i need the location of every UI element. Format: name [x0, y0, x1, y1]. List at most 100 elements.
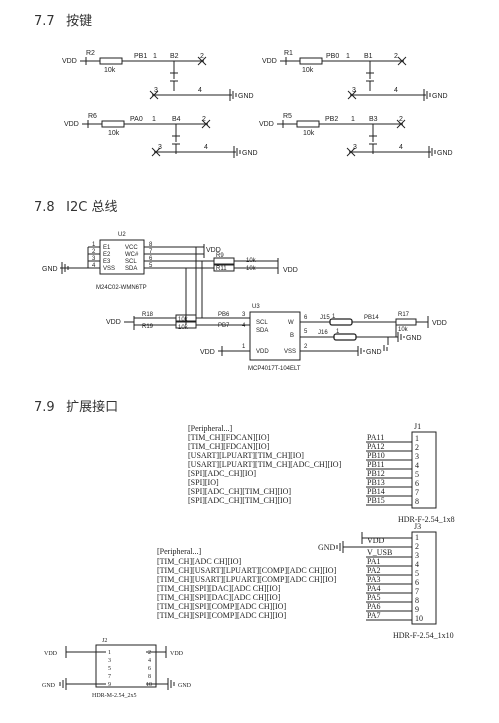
pin-number: 6	[148, 666, 151, 672]
pin-function: [TIM_CH][SPI][COMP][ADC CH][IO]	[157, 602, 286, 611]
net-label: PA5	[367, 593, 381, 602]
eeprom-pin-vss: VSS	[103, 266, 115, 272]
eeprom-pin-e1: E1	[103, 245, 111, 251]
pin-number: 1	[153, 53, 157, 60]
pin-number: 7	[149, 249, 153, 255]
connector-body	[411, 531, 437, 625]
pin-number: 3	[158, 144, 162, 151]
connector-part: HDR-F-2.54_1x8	[398, 515, 455, 524]
sensor-part: MCP4017T-104ELT	[248, 366, 301, 372]
button-circuit-b4: VDD R6 10k PA0 1 B4 2 3 4 GND	[64, 113, 258, 158]
section-title: 按键	[66, 14, 93, 29]
pin-number: 4	[198, 87, 202, 94]
pin-number: 6	[415, 479, 419, 488]
pin-function: [TIM_CH][FDCAN][IO]	[188, 433, 270, 442]
resistor	[299, 57, 323, 65]
sensor-pin-vdd: VDD	[256, 349, 269, 355]
vdd-label: VDD	[170, 651, 184, 657]
i2c-circuit: U2 E1 E2 E3 VSS VCC WC# SCL SDA 1 2 3 4 …	[42, 232, 447, 372]
resistor-ref: R19	[142, 324, 154, 330]
pin-number: 5	[304, 329, 308, 335]
pin-number: 4	[394, 87, 398, 94]
net-label: V_USB	[367, 548, 392, 557]
eeprom-ref: U2	[118, 232, 126, 238]
eeprom-pin-scl: SCL	[125, 259, 137, 265]
pin-function: [TIM_CH][FDCAN][IO]	[188, 442, 270, 451]
gnd-label: GND	[178, 683, 192, 689]
pin-number: 2	[304, 344, 308, 350]
vdd-label: VDD	[106, 319, 121, 326]
resistor	[101, 120, 125, 128]
switch-ref: B4	[172, 116, 181, 123]
pin-number: 7	[415, 587, 419, 596]
pin-function: [TIM_CH][SPI][DAC][ADC CH][IO]	[157, 593, 281, 602]
resistor	[99, 57, 123, 65]
switch-ref: B3	[369, 116, 378, 123]
connector-part: HDR-M-2.54_2x5	[92, 693, 137, 699]
pin-number: 5	[415, 569, 419, 578]
resistor	[296, 120, 320, 128]
vdd-label: VDD	[432, 320, 447, 327]
jumper-ref: J16	[318, 330, 328, 336]
pin-number: 4	[415, 461, 419, 470]
net-label: PB14	[367, 487, 385, 496]
pin-number: 10	[415, 614, 423, 623]
section-title: 扩展接口	[66, 400, 119, 415]
gnd-label: GND	[406, 335, 422, 342]
connector-part: HDR-F-2.54_1x10	[393, 631, 454, 640]
resistor-ref: R5	[283, 113, 292, 120]
pin-number: 4	[415, 560, 419, 569]
pin-function: [TIM_CH][USART][LPUART][COMP][ADC CH][IO…	[157, 566, 337, 575]
pin-number: 5	[108, 666, 111, 672]
pin-number: 3	[415, 551, 419, 560]
pin-function: [Peripheral...]	[188, 424, 233, 433]
gnd-label: GND	[242, 150, 258, 157]
eeprom-pin-e3: E3	[103, 259, 111, 265]
net-label: PB12	[367, 469, 385, 478]
pin-number: 3	[92, 256, 96, 262]
pin-number: 3	[108, 658, 111, 664]
net-label: PB7	[218, 323, 230, 329]
gnd-label: GND	[42, 683, 56, 689]
net-label: VDD	[367, 536, 385, 545]
pin-number: 10	[146, 682, 152, 688]
gnd-label: GND	[366, 349, 382, 356]
sensor-pin-sda: SDA	[256, 328, 268, 334]
button-circuit-b3: VDD R5 10k PB2 1 B3 2 3 4 GND	[259, 113, 453, 158]
pin-number: 4	[92, 263, 96, 269]
button-circuit-b1: VDD R1 10k PB0 1 B1 2 3 4 GND	[262, 50, 448, 101]
pin-number: 8	[415, 497, 419, 506]
pin-number: 1	[351, 116, 355, 123]
pin-number: 6	[149, 256, 153, 262]
pin-number: 3	[242, 312, 246, 318]
pin-number: 3	[415, 452, 419, 461]
vdd-label: VDD	[206, 247, 221, 254]
resistor-ref: R1	[284, 50, 293, 57]
resistor-ref: R6	[88, 113, 97, 120]
eeprom-pin-wc: WC#	[125, 252, 139, 258]
section-number: 7.9	[34, 400, 55, 415]
pin-number: 9	[108, 682, 111, 688]
gnd-label: GND	[318, 543, 336, 552]
net-label: PB15	[367, 496, 385, 505]
pin-function: [USART][LPUART][TIM_CH][IO]	[188, 451, 304, 460]
net-label: PA7	[367, 611, 381, 620]
pin-number: 3	[353, 144, 357, 151]
pin-number: 2	[92, 249, 96, 255]
pin-number: 2	[415, 542, 419, 551]
eeprom-chip	[99, 239, 145, 275]
switch-ref: B1	[364, 53, 373, 60]
resistor-value: 10k	[178, 325, 189, 331]
resistor-value: 10k	[246, 266, 257, 272]
pin-function: [TIM_CH][SPI][DAC][ADC CH][IO]	[157, 584, 281, 593]
switch-symbol	[366, 61, 374, 91]
pin-number: 4	[148, 658, 151, 664]
resistor-value: 10k	[302, 67, 314, 74]
net-label: PA12	[367, 442, 385, 451]
pin-number: 1	[92, 242, 96, 248]
pin-function: [USART][LPUART][TIM_CH][ADC_CH][IO]	[188, 460, 342, 469]
header-j3: [Peripheral...] [TIM_CH][ADC CH][IO] [TI…	[157, 522, 454, 640]
net-label: PA11	[367, 433, 384, 442]
vdd-label: VDD	[64, 121, 79, 128]
pin-number: 7	[108, 674, 111, 680]
